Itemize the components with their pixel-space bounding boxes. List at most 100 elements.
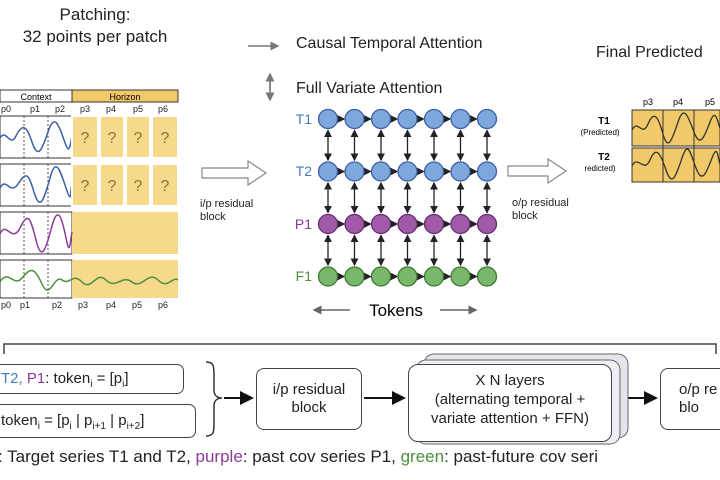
top-tick: p6 — [158, 104, 168, 114]
final-row-sub: (Predicted) — [580, 128, 619, 137]
token-node-t2 — [423, 161, 445, 182]
token-node-f1 — [370, 266, 392, 287]
horizon-label: Horizon — [109, 92, 140, 102]
final-row-name: T1 — [598, 116, 610, 127]
series-row-t1: ? ? ? ? — [0, 115, 179, 159]
unknown-mark: ? — [161, 130, 170, 147]
ip-block-arrow-icon — [201, 159, 268, 187]
series-row-f1 — [0, 259, 179, 299]
token-node-f1 — [344, 266, 365, 287]
bottom-tick: p2 — [52, 300, 62, 310]
token-node-t2 — [344, 161, 365, 182]
top-tick: p2 — [55, 104, 65, 114]
op-block-label: o/p re blo — [679, 381, 718, 416]
token-node-p1 — [370, 213, 392, 235]
token-node-p1 — [476, 213, 498, 235]
bottom-tick: p4 — [106, 300, 116, 310]
row-label-t2: T2 — [296, 163, 313, 179]
patching-title: Patching: 32 points per patch — [20, 4, 170, 48]
token-node-f1 — [397, 266, 418, 287]
token-node-t1 — [344, 108, 365, 130]
token-node-t1 — [450, 108, 471, 130]
unknown-mark: ? — [81, 130, 90, 147]
layers-sub1: (alternating temporal + — [434, 391, 586, 408]
caption-part-c: : past-future cov seri — [444, 447, 599, 466]
full-attention-label: Full Variate Attention — [296, 80, 443, 97]
caption-purple: purple — [195, 447, 243, 466]
final-predicted-figure: p3 p4 p5 T1 (Predicted) T2 redicted) — [580, 97, 720, 183]
token-node-t2 — [476, 161, 498, 182]
token-node-t1 — [397, 108, 418, 130]
causal-attention-label: Causal Temporal Attention — [296, 35, 483, 52]
legend-caption: : Target series T1 and T2, purple: past … — [0, 447, 598, 467]
token-node-f1 — [423, 266, 445, 287]
token-node-t1 — [370, 108, 392, 130]
curly-brace-icon — [205, 361, 223, 437]
token-node-t2 — [370, 161, 392, 182]
final-predicted-title: Final Predicted — [596, 44, 703, 61]
layers-sub2: variate attention + FFN) — [431, 410, 589, 427]
bottom-tick: p6 — [158, 300, 168, 310]
token-node-t2 — [397, 161, 418, 182]
unknown-mark: ? — [134, 178, 143, 195]
final-tick: p5 — [705, 97, 715, 107]
final-tick: p4 — [673, 97, 683, 107]
op-residual-label: o/p residual block — [512, 197, 569, 222]
token-node-t2 — [450, 161, 471, 182]
caption-part-b: : past cov series P1, — [242, 447, 401, 466]
token-node-p1 — [423, 213, 445, 235]
token-def-t2: T2, — [1, 370, 27, 387]
unknown-mark: ? — [81, 178, 90, 195]
op-block-arrow-icon — [507, 157, 568, 185]
row-label-t1: T1 — [296, 111, 313, 127]
top-tick: p4 — [106, 104, 116, 114]
layers-title: X N layers — [475, 372, 545, 389]
token-def-token: token — [1, 412, 38, 429]
patching-title-line2: 32 points per patch — [22, 27, 168, 46]
op-residual-block: o/p re blo — [660, 368, 720, 430]
top-tick: p5 — [133, 104, 143, 114]
row-label-p1: P1 — [295, 216, 312, 232]
top-tick: p1 — [30, 104, 40, 114]
token-grid: T1 T2 P1 F1 Tokens — [295, 108, 498, 320]
token-node-f1 — [450, 266, 471, 287]
token-node-p1 — [344, 213, 365, 235]
grid-connectors — [324, 115, 491, 281]
grid-nodes — [317, 108, 498, 287]
patching-figure: Context Horizon p0 p1 p2 p3 p4 p5 p6 ? ?… — [0, 89, 179, 310]
context-label: Context — [20, 92, 52, 102]
final-row-sub: redicted) — [584, 164, 615, 173]
token-def-box-1: T2, P1: tokeni = [pi] — [0, 364, 184, 394]
token-node-p1 — [317, 213, 339, 235]
unknown-mark: ? — [161, 178, 170, 195]
bottom-tick: p0 — [1, 300, 11, 310]
ip-residual-block: i/p residual block — [256, 368, 362, 430]
token-node-f1 — [476, 266, 498, 287]
top-tick: p0 — [1, 104, 11, 114]
row-label-f1: F1 — [296, 268, 313, 284]
attention-legend-arrows — [248, 41, 280, 102]
bottom-tick: p5 — [132, 300, 142, 310]
series-row-t2: ? ? ? ? — [0, 163, 179, 207]
unknown-mark: ? — [134, 130, 143, 147]
series-row-p1 — [0, 211, 178, 255]
token-node-t1 — [317, 108, 339, 130]
token-def-rest: : token — [45, 370, 91, 387]
token-node-t1 — [476, 108, 498, 130]
token-def-p1: P1 — [26, 370, 46, 387]
patching-title-line1: Patching: — [59, 5, 131, 24]
unknown-mark: ? — [108, 178, 117, 195]
token-node-f1 — [317, 266, 339, 287]
ip-block-label: i/p residual block — [272, 381, 346, 416]
token-node-p1 — [450, 213, 471, 235]
final-tick: p3 — [643, 97, 653, 107]
layers-block: X N layers (alternating temporal + varia… — [408, 364, 612, 442]
token-node-t2 — [317, 161, 339, 182]
caption-part-a: : Target series T1 and T2, — [0, 447, 196, 466]
unknown-mark: ? — [108, 130, 117, 147]
token-node-p1 — [397, 213, 418, 235]
bottom-tick: p3 — [78, 300, 88, 310]
tokens-label: Tokens — [369, 301, 423, 320]
caption-green: green — [400, 447, 445, 466]
top-tick: p3 — [80, 104, 90, 114]
